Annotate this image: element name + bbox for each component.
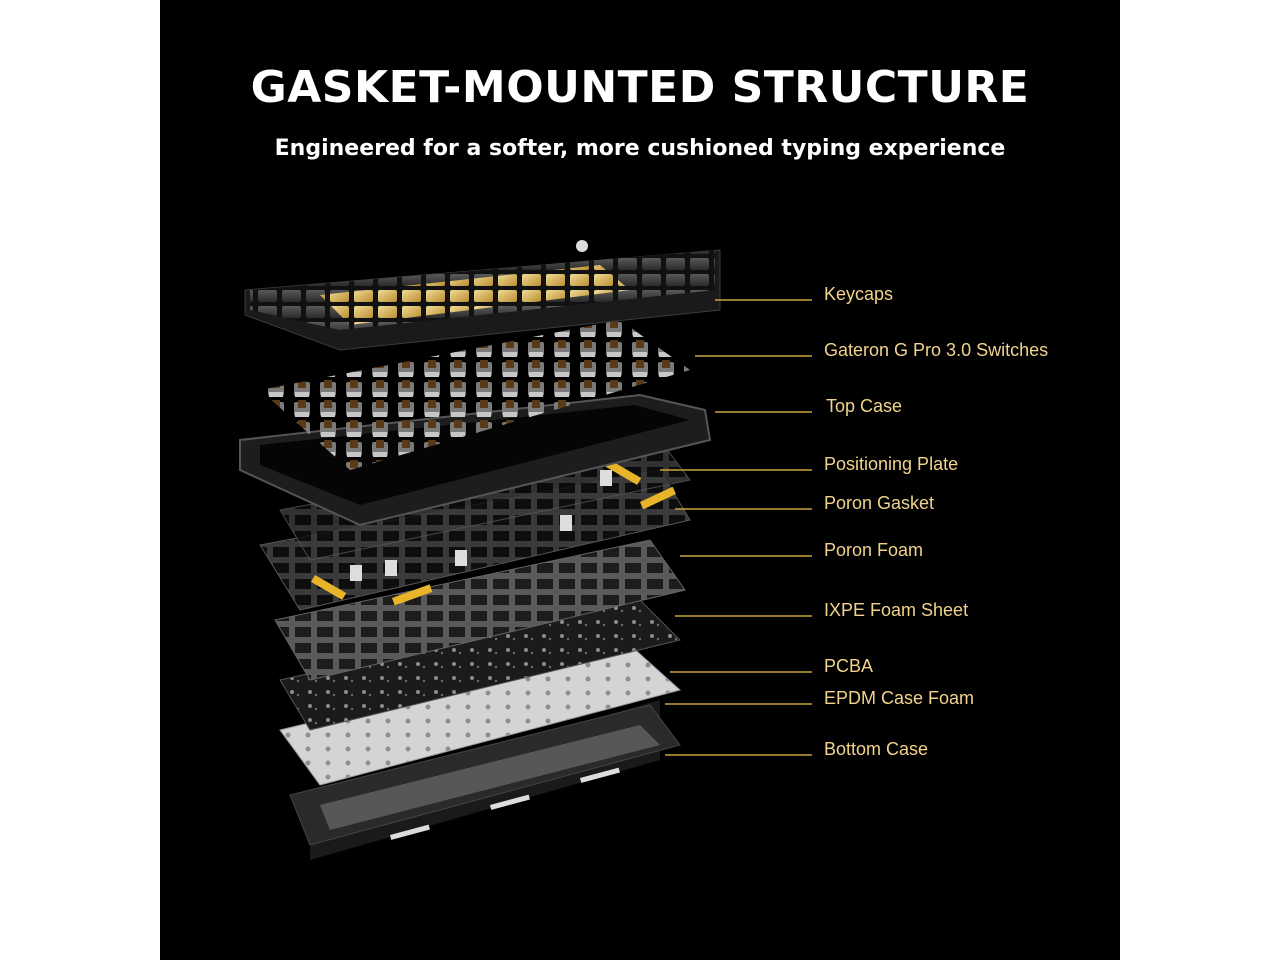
bottom-case-layer xyxy=(289,700,681,860)
callout-keycaps: Keycaps xyxy=(824,284,894,304)
switches-layer xyxy=(260,320,690,470)
exploded-keyboard-diagram xyxy=(239,240,812,860)
canvas: GASKET-MOUNTED STRUCTURE Engineered for … xyxy=(160,0,1120,960)
callout-bottom-case: Bottom Case xyxy=(824,739,929,759)
page-title: GASKET-MOUNTED STRUCTURE xyxy=(250,62,1030,113)
callout-poron-gasket: Poron Gasket xyxy=(824,493,935,513)
page-subtitle: Engineered for a softer, more cushioned … xyxy=(274,136,1006,161)
callout-positioning-plate: Positioning Plate xyxy=(824,454,959,474)
callout-top-case: Top Case xyxy=(826,396,903,416)
callout-ixpe-foam-sheet: IXPE Foam Sheet xyxy=(824,600,969,620)
callout-switches: Gateron G Pro 3.0 Switches xyxy=(824,340,1049,360)
leader-lines xyxy=(660,299,812,756)
callout-epdm-case-foam: EPDM Case Foam xyxy=(824,688,975,708)
callout-poron-foam: Poron Foam xyxy=(824,540,924,560)
keycaps-layer xyxy=(244,240,721,351)
ixpe-foam-sheet-layer xyxy=(274,539,686,681)
callout-pcba: PCBA xyxy=(824,656,874,676)
